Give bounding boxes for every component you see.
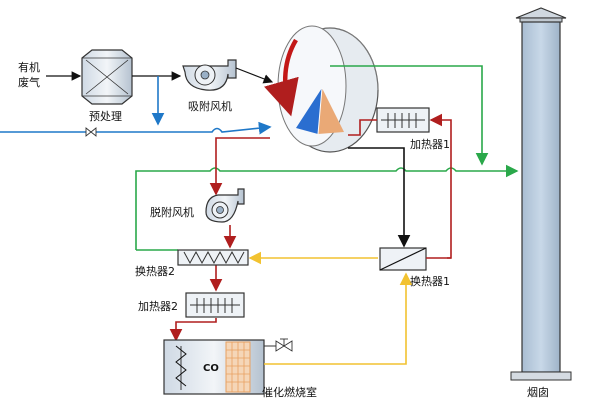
heat-exchanger-1 <box>379 247 427 271</box>
desorption-fan-icon <box>205 188 245 223</box>
fan-to-rotor-line <box>235 67 274 84</box>
adsorption-fan-icon <box>182 59 237 91</box>
catalytic-combustion-chamber: CO <box>163 339 265 395</box>
chimney: 烟囱 <box>510 7 572 399</box>
adsorption-fan-label: 吸附风机 <box>188 99 232 113</box>
chimney-cap <box>515 7 567 19</box>
heat-exchanger-2-label: 换热器2 <box>135 264 175 278</box>
red-heater2-to-chamber <box>169 318 217 342</box>
yellow-chamber-to-hx1 <box>264 272 413 365</box>
chamber-valve-icon <box>264 338 293 352</box>
blue-main-line <box>0 127 270 132</box>
organic-waste-gas-label-1: 有机 <box>18 60 40 74</box>
organic-waste-gas-label-2: 废气 <box>18 75 40 89</box>
chimney-stack <box>521 21 561 373</box>
desorption-fan-label: 脱附风机 <box>150 205 194 219</box>
yellow-lines <box>248 251 413 365</box>
rotor-sector-orange <box>318 88 344 134</box>
heat-exchanger-2 <box>177 249 249 266</box>
heat-exchanger-1-label: 换热器1 <box>410 274 450 288</box>
heater-1 <box>376 107 430 133</box>
rotor-sector-blue <box>296 88 322 134</box>
black-rotor-to-hx1 <box>348 147 411 248</box>
co-label: CO <box>203 363 219 374</box>
inlet-section: 有机 废气 预处理 吸附风机 <box>18 49 274 123</box>
heater-1-label: 加热器1 <box>410 138 450 151</box>
red-heater1-to-rotor <box>348 119 377 136</box>
chimney-label: 烟囱 <box>527 385 549 399</box>
chimney-base <box>510 371 572 381</box>
rotation-arrow <box>264 38 299 117</box>
heater-2 <box>185 292 245 318</box>
pretreatment-label: 预处理 <box>89 110 122 123</box>
heater-2-label: 加热器2 <box>138 300 178 313</box>
catalytic-chamber-label: 催化燃烧室 <box>262 385 317 399</box>
pretreatment-unit <box>81 49 133 105</box>
adsorption-rotor <box>264 25 379 153</box>
valve-icon <box>85 127 97 137</box>
red-rotor-to-desorb <box>209 137 270 196</box>
green-top-line <box>330 65 489 166</box>
blue-bypass <box>0 76 270 136</box>
